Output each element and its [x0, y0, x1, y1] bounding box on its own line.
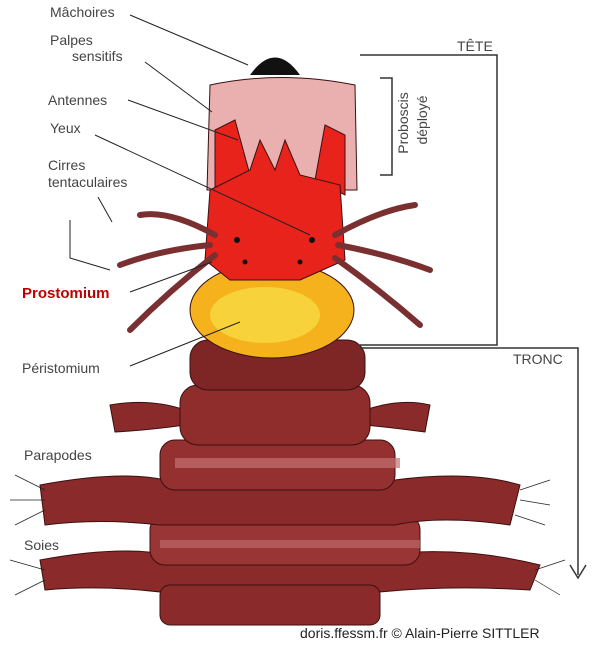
- label-antennes: Antennes: [48, 92, 108, 108]
- brackets: [360, 54, 587, 580]
- credit-text: doris.ffessm.fr © Alain-Pierre SITTLER: [300, 625, 540, 641]
- tentacular-cirri: [117, 202, 433, 333]
- label-peristomium: Péristomium: [22, 360, 100, 376]
- setae: [9, 474, 566, 596]
- trunk-body: [39, 339, 541, 626]
- label-machoires: Mâchoires: [50, 4, 115, 20]
- label-sensitifs: sensitifs: [72, 48, 123, 64]
- label-deploye: déployé: [414, 95, 430, 145]
- label-tronc: TRONC: [513, 351, 563, 367]
- label-palpes: Palpes: [50, 32, 93, 48]
- leader-lines: [69, 14, 311, 367]
- prostomium-shape: [204, 119, 346, 281]
- jaws-shape: [250, 57, 300, 75]
- label-yeux: Yeux: [50, 120, 81, 136]
- label-soies: Soies: [24, 537, 60, 553]
- eyes: [234, 237, 315, 265]
- label-tentaculaires: tentaculaires: [48, 174, 128, 190]
- peristomium-highlight: [210, 287, 320, 343]
- label-prostomium: Prostomium: [22, 285, 110, 302]
- label-cirres: Cirres: [48, 157, 86, 173]
- label-tete: TÊTE: [457, 38, 493, 54]
- label-proboscis: Proboscis: [395, 92, 411, 154]
- label-parapodes: Parapodes: [24, 447, 92, 463]
